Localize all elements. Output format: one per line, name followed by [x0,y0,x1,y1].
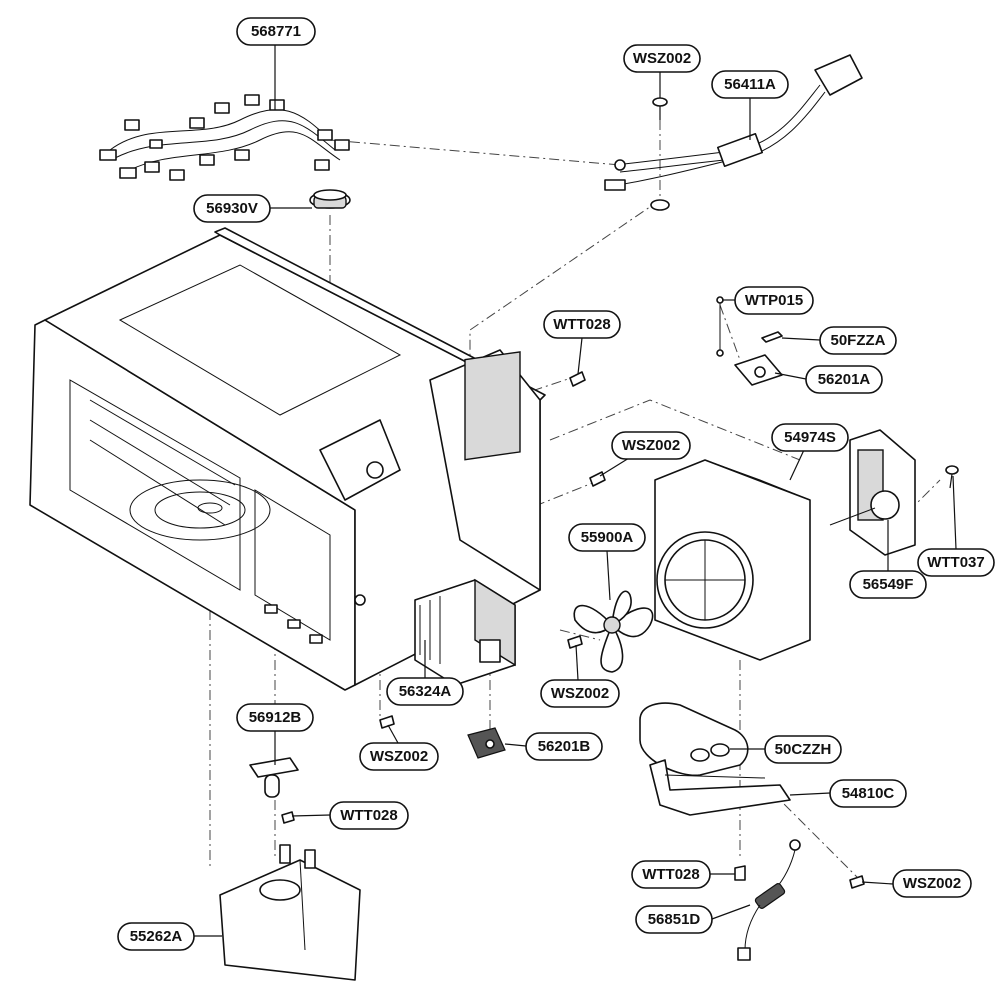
callout-50czzh: 50CZZH [764,735,842,764]
callout-56201b: 56201B [525,732,603,761]
callout-label: 56912B [249,709,302,726]
callout-label: 56930V [206,200,258,217]
callout-55900a: 55900A [568,523,646,552]
callout-label: 56201A [818,371,871,388]
callout-56930v: 56930V [193,194,271,223]
callout-label: 54974S [784,429,836,446]
power-cord-assembly [604,54,863,211]
callout-label: 55900A [581,529,634,546]
magnetron [414,578,516,686]
capacitor-bracket [649,759,791,816]
thermal-cutout [467,727,506,759]
callout-label: WTT028 [340,807,398,824]
callout-56912b: 56912B [236,703,314,732]
callout-wsz002-lower: WSZ002 [359,742,439,771]
callout-label: WSZ002 [551,685,609,702]
screw-top [652,97,668,120]
callout-56549f: 56549F [849,570,927,599]
base-plate [219,844,361,981]
control-pcb [716,296,783,386]
callout-54974s: 54974S [771,423,849,452]
callout-label: 56411A [724,76,776,93]
oven-lamp [249,757,299,798]
callout-label: WSZ002 [903,875,961,892]
oven-cavity [29,227,546,691]
callout-wsz002-magnetron: WSZ002 [540,679,620,708]
callout-label: 56201B [538,738,591,755]
callout-label: 56549F [863,576,914,593]
callout-wtt028-bottom: WTT028 [631,860,711,889]
callout-56324a: 56324A [386,677,464,706]
callout-55262a: 55262A [117,922,195,951]
callout-54810c: 54810C [829,779,907,808]
callout-wtt028-lamp: WTT028 [329,801,409,830]
callout-label: WTT028 [553,316,611,333]
callout-56851d: 56851D [635,905,713,934]
fan-bracket [654,459,811,661]
callout-label: 50FZZA [830,332,885,349]
callout-label: 55262A [130,928,183,945]
hv-capacitor [639,702,749,777]
leader-lines [194,45,957,937]
callout-label: WSZ002 [370,748,428,765]
callout-label: 56851D [648,911,701,928]
callout-label: WTT028 [642,866,700,883]
small-screws [281,371,865,889]
hv-diode [737,839,801,961]
wire-harness [99,94,350,181]
fan-motor [829,429,916,556]
callout-wsz002-mid: WSZ002 [611,431,691,460]
callout-wtt037: WTT037 [917,548,995,577]
callout-568771: 568771 [236,17,316,46]
callout-label: 568771 [251,23,301,40]
callout-label: WTT037 [927,554,985,571]
callout-label: 50CZZH [775,741,832,758]
callout-wsz002-top: WSZ002 [623,44,701,73]
screw-wtt037 [945,465,959,489]
callout-label: WSZ002 [622,437,680,454]
fan-blade [573,590,654,673]
callout-wsz002-bottom: WSZ002 [892,869,972,898]
thermostat [309,189,351,209]
callout-label: 54810C [842,785,895,802]
callout-label: WSZ002 [633,50,691,67]
callout-56201a: 56201A [805,365,883,394]
callout-wtt028-upper: WTT028 [543,310,621,339]
callout-56411a: 56411A [711,70,789,99]
callout-label: 56324A [399,683,452,700]
callout-wtp015: WTP015 [734,286,814,315]
callout-50fzza: 50FZZA [819,326,897,355]
callout-label: WTP015 [745,292,803,309]
